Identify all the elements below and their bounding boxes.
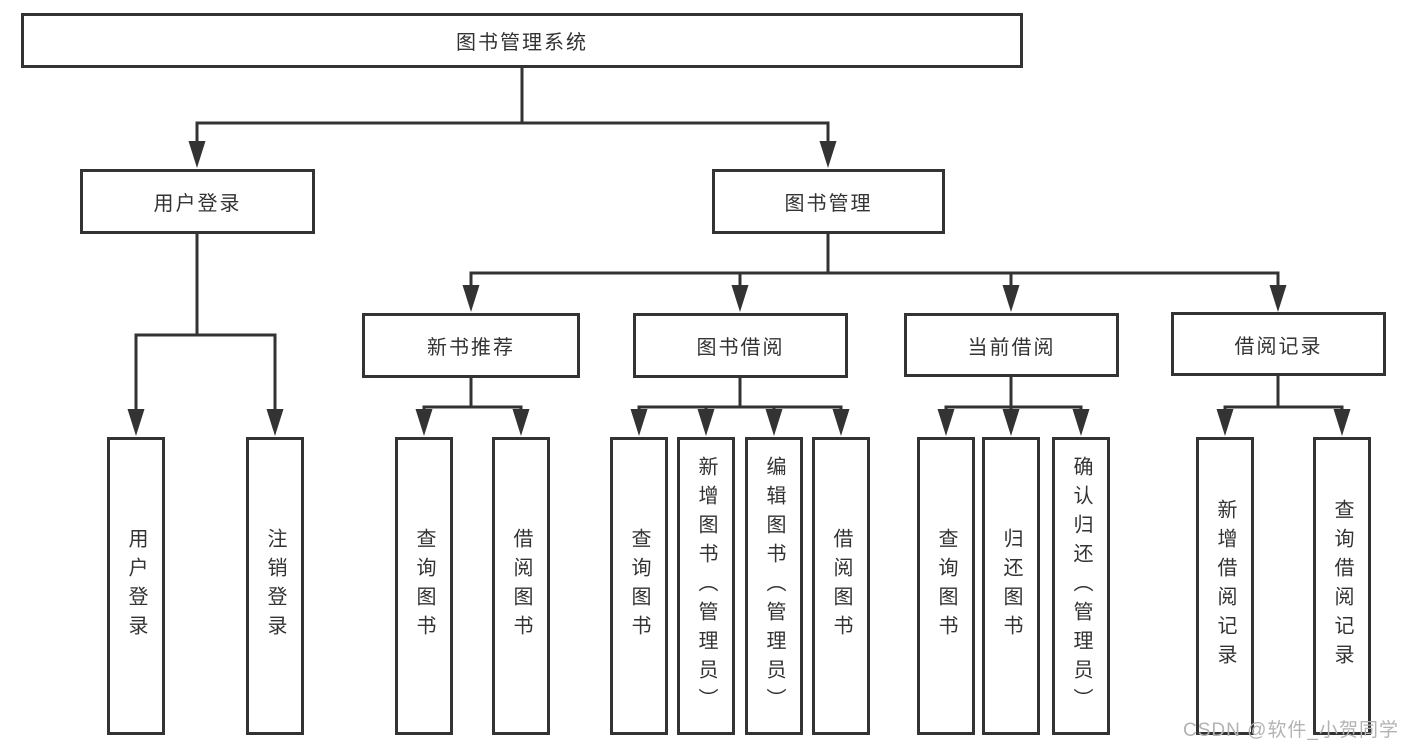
node-label: 新书推荐 — [427, 337, 515, 359]
node-label: 借阅记录 — [1234, 335, 1323, 358]
node-label: 借阅图书 — [510, 528, 532, 644]
leaf-confirm-return-admin: 确认归还（管理员） — [1052, 437, 1110, 735]
node-label: 查询图书 — [935, 528, 957, 644]
leaf-borrow-books: 借阅图书 — [812, 437, 870, 735]
node-label: 用户登录 — [125, 528, 147, 644]
node-label: 图书借阅 — [696, 337, 785, 359]
leaf-add-borrow-record: 新增借阅记录 — [1196, 437, 1254, 735]
node-label: 查询图书 — [413, 528, 435, 644]
node-label: 新增借阅记录 — [1214, 499, 1236, 673]
csdn-watermark: CSDN @软件_小贺同学 — [1183, 720, 1399, 741]
leaf-recommend-query-books: 查询图书 — [395, 437, 453, 735]
node-label: 查询借阅记录 — [1331, 499, 1353, 673]
leaf-current-query-books: 查询图书 — [917, 437, 975, 735]
leaf-user-login: 用户登录 — [107, 437, 165, 735]
leaf-add-books-admin: 新增图书（管理员） — [677, 437, 735, 735]
node-label: 用户登录 — [153, 193, 242, 215]
node-book-borrow: 图书借阅 — [633, 313, 848, 378]
node-new-book-recommend: 新书推荐 — [362, 313, 580, 378]
leaf-recommend-borrow-books: 借阅图书 — [492, 437, 550, 735]
node-label: 编辑图书（管理员） — [763, 455, 785, 717]
node-library-management-system: 图书管理系统 — [21, 13, 1023, 68]
node-label: 确认归还（管理员） — [1070, 455, 1092, 717]
node-label: 归还图书 — [1000, 528, 1022, 644]
node-label: 新增图书（管理员） — [695, 455, 717, 717]
leaf-query-borrow-record: 查询借阅记录 — [1313, 437, 1371, 735]
node-label: 查询图书 — [628, 528, 650, 644]
leaf-borrow-query-books: 查询图书 — [610, 437, 668, 735]
node-borrow-records: 借阅记录 — [1171, 312, 1386, 376]
node-current-borrow: 当前借阅 — [904, 313, 1119, 377]
leaf-return-books: 归还图书 — [982, 437, 1040, 735]
node-label: 图书管理 — [784, 193, 873, 215]
node-label: 图书管理系统 — [456, 32, 588, 54]
node-label: 注销登录 — [264, 528, 286, 644]
node-label: 当前借阅 — [967, 336, 1056, 359]
node-label: 借阅图书 — [830, 528, 852, 644]
leaf-logout: 注销登录 — [246, 437, 304, 735]
node-user-login: 用户登录 — [80, 169, 315, 234]
node-book-management: 图书管理 — [712, 169, 945, 234]
leaf-edit-books-admin: 编辑图书（管理员） — [745, 437, 803, 735]
